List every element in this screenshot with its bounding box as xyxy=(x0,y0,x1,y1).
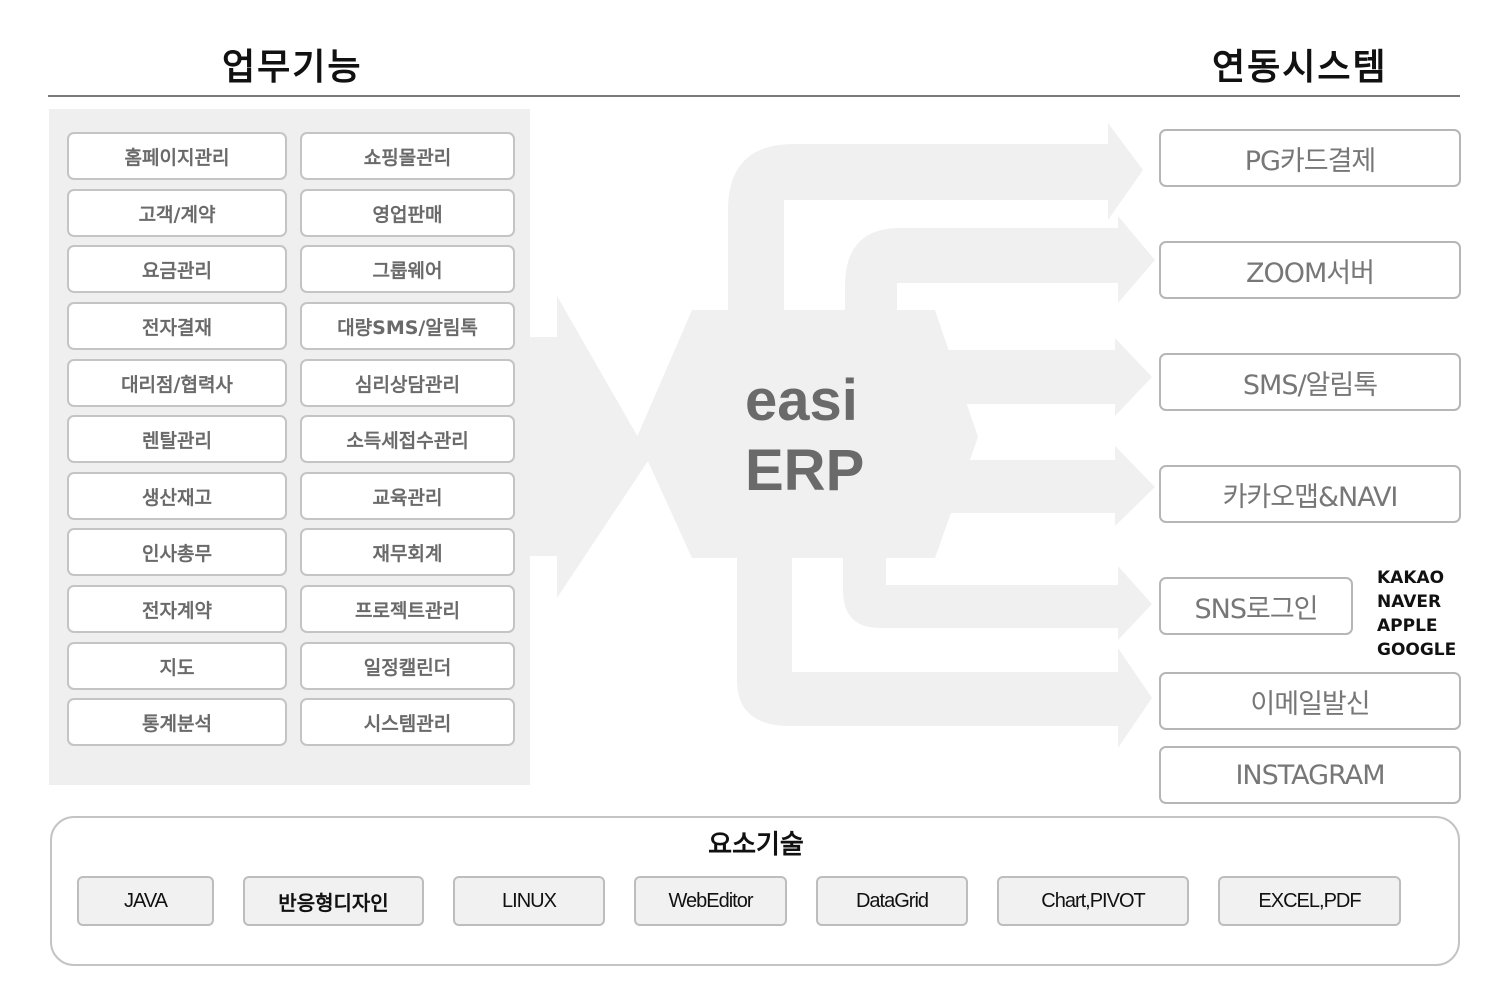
header-divider xyxy=(48,95,1460,97)
linked-systems-heading: 연동시스템 xyxy=(1212,47,1388,88)
tech-item-webeditor[interactable]: WebEditor xyxy=(634,876,787,926)
function-item[interactable]: 교육관리 xyxy=(300,472,515,520)
erp-name-line2: ERP xyxy=(745,438,865,503)
tech-item-responsive[interactable]: 반응형디자인 xyxy=(243,876,424,926)
function-item[interactable]: 요금관리 xyxy=(67,245,287,293)
function-item[interactable]: 영업판매 xyxy=(300,189,515,237)
tech-item-datagrid[interactable]: DataGrid xyxy=(816,876,968,926)
sns-provider: KAKAO xyxy=(1377,568,1445,588)
tech-item-chart-pivot[interactable]: Chart,PIVOT xyxy=(997,876,1189,926)
arrow-to-email xyxy=(737,558,1152,748)
arrow-to-kakaomap xyxy=(950,446,1155,526)
function-item[interactable]: 대리점/협력사 xyxy=(67,359,287,407)
function-item[interactable]: 재무회계 xyxy=(300,528,515,576)
function-item[interactable]: 시스템관리 xyxy=(300,698,515,746)
arrow-to-sns xyxy=(843,558,1152,640)
system-instagram[interactable]: INSTAGRAM xyxy=(1159,746,1461,804)
system-zoom-server[interactable]: ZOOM서버 xyxy=(1159,241,1461,299)
function-item[interactable]: 심리상담관리 xyxy=(300,359,515,407)
tech-item-linux[interactable]: LINUX xyxy=(453,876,605,926)
system-pg-payment[interactable]: PG카드결제 xyxy=(1159,129,1461,187)
function-item[interactable]: 프로젝트관리 xyxy=(300,585,515,633)
sns-provider: GOOGLE xyxy=(1377,640,1457,660)
function-item[interactable]: 고객/계약 xyxy=(67,189,287,237)
system-sns-login[interactable]: SNS로그인 xyxy=(1159,577,1353,635)
function-item[interactable]: 그룹웨어 xyxy=(300,245,515,293)
sns-provider-list: KAKAO NAVER APPLE GOOGLE xyxy=(1377,566,1456,662)
sns-provider: APPLE xyxy=(1377,616,1438,636)
system-sms-alimtalk[interactable]: SMS/알림톡 xyxy=(1159,353,1461,411)
tech-title: 요소기술 xyxy=(708,830,804,860)
business-functions-heading: 업무기능 xyxy=(222,47,363,88)
erp-name-line1: easi xyxy=(745,368,858,433)
function-item[interactable]: 쇼핑몰관리 xyxy=(300,132,515,180)
function-item[interactable]: 인사총무 xyxy=(67,528,287,576)
function-item[interactable]: 전자계약 xyxy=(67,585,287,633)
arrow-to-sms xyxy=(945,338,1152,416)
sns-provider: NAVER xyxy=(1377,592,1442,612)
function-item[interactable]: 지도 xyxy=(67,642,287,690)
function-item[interactable]: 일정캘린더 xyxy=(300,642,515,690)
function-item[interactable]: 소득세접수관리 xyxy=(300,415,515,463)
arrow-to-zoom xyxy=(845,216,1155,310)
tech-item-excel-pdf[interactable]: EXCEL,PDF xyxy=(1218,876,1401,926)
function-item[interactable]: 렌탈관리 xyxy=(67,415,287,463)
system-kakao-map[interactable]: 카카오맵&NAVI xyxy=(1159,465,1461,523)
function-item[interactable]: 홈페이지관리 xyxy=(67,132,287,180)
arrow-to-pg xyxy=(728,123,1143,310)
function-item[interactable]: 생산재고 xyxy=(67,472,287,520)
system-email-sender[interactable]: 이메일발신 xyxy=(1159,672,1461,730)
inbound-arrow xyxy=(530,296,650,598)
erp-hub-shape xyxy=(637,310,978,558)
function-item[interactable]: 대량SMS/알림톡 xyxy=(300,302,515,350)
function-item[interactable]: 전자결재 xyxy=(67,302,287,350)
tech-item-java[interactable]: JAVA xyxy=(77,876,214,926)
function-item[interactable]: 통계분석 xyxy=(67,698,287,746)
